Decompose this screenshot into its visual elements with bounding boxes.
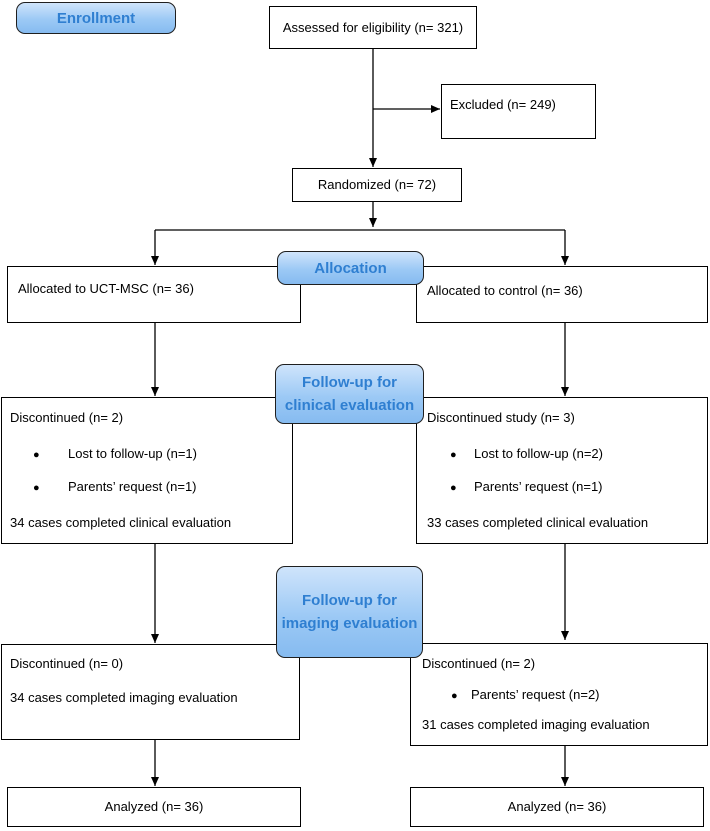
stage-followup-imaging-label: Follow-up for imaging evaluation bbox=[281, 592, 418, 632]
right-analyzed-box: Analyzed (n= 36) bbox=[410, 787, 704, 827]
randomized-text: Randomized (n= 72) bbox=[317, 177, 437, 192]
right-clinical-bullet-2: Parents’ request (n=1) bbox=[474, 479, 603, 494]
left-analyzed-text: Analyzed (n= 36) bbox=[104, 799, 204, 814]
left-imaging-completed: 34 cases completed imaging evaluation bbox=[10, 690, 238, 705]
assessed-text: Assessed for eligibility (n= 321) bbox=[282, 19, 464, 35]
stage-allocation-label: Allocation bbox=[314, 259, 387, 277]
assessed-box: Assessed for eligibility (n= 321) bbox=[269, 6, 477, 49]
left-allocated-text: Allocated to UCT-MSC (n= 36) bbox=[18, 281, 194, 296]
right-clinical-bullet-1: Lost to follow-up (n=2) bbox=[474, 446, 603, 461]
bullet-icon: ● bbox=[33, 449, 40, 461]
left-allocated-box: Allocated to UCT-MSC (n= 36) bbox=[7, 266, 301, 323]
stage-followup-clinical-label: Follow-up for clinical evaluation bbox=[284, 374, 415, 414]
right-imaging-completed: 31 cases completed imaging evaluation bbox=[422, 717, 650, 732]
left-imaging-title: Discontinued (n= 0) bbox=[10, 656, 124, 671]
excluded-text: Excluded (n= 249) bbox=[450, 96, 556, 112]
bullet-icon: ● bbox=[450, 449, 457, 461]
right-clinical-title: Discontinued study (n= 3) bbox=[427, 410, 575, 425]
left-clinical-box: Discontinued (n= 2) ● Lost to follow-up … bbox=[1, 397, 293, 544]
stage-followup-imaging: Follow-up for imaging evaluation bbox=[276, 566, 423, 658]
left-clinical-bullet-1: Lost to follow-up (n=1) bbox=[68, 446, 197, 461]
stage-allocation: Allocation bbox=[277, 251, 424, 285]
stage-enrollment-label: Enrollment bbox=[56, 9, 136, 27]
right-allocated-box: Allocated to control (n= 36) bbox=[416, 266, 708, 323]
left-clinical-completed: 34 cases completed clinical evaluation bbox=[10, 515, 232, 530]
right-clinical-box: Discontinued study (n= 3) ● Lost to foll… bbox=[416, 397, 708, 544]
right-analyzed-text: Analyzed (n= 36) bbox=[507, 799, 607, 814]
left-analyzed-box: Analyzed (n= 36) bbox=[7, 787, 301, 827]
right-imaging-box: Discontinued (n= 2) ● Parents’ request (… bbox=[410, 643, 708, 746]
right-allocated-text: Allocated to control (n= 36) bbox=[427, 283, 583, 298]
right-imaging-title: Discontinued (n= 2) bbox=[422, 656, 536, 671]
stage-enrollment: Enrollment bbox=[16, 2, 176, 34]
left-clinical-bullet-2: Parents’ request (n=1) bbox=[68, 479, 197, 494]
stage-followup-clinical: Follow-up for clinical evaluation bbox=[275, 364, 424, 424]
randomized-box: Randomized (n= 72) bbox=[292, 168, 462, 202]
left-clinical-title: Discontinued (n= 2) bbox=[10, 410, 124, 425]
bullet-icon: ● bbox=[451, 690, 458, 702]
right-imaging-bullet-1: Parents’ request (n=2) bbox=[471, 687, 600, 702]
bullet-icon: ● bbox=[450, 482, 457, 494]
bullet-icon: ● bbox=[33, 482, 40, 494]
excluded-box: Excluded (n= 249) bbox=[441, 84, 596, 139]
left-imaging-box: Discontinued (n= 0) 34 cases completed i… bbox=[1, 644, 300, 740]
right-clinical-completed: 33 cases completed clinical evaluation bbox=[427, 515, 649, 530]
